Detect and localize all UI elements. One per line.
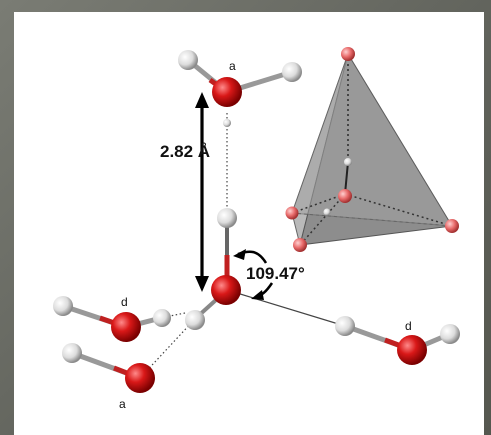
water-molecule-right: d [335,316,460,365]
small-atom [223,119,231,127]
tetra-small-hydrogen [323,208,331,216]
hydrogen-atom [440,324,460,344]
distance-arrow: 2.82 Å [160,92,210,292]
oxygen-atom [125,363,155,393]
label-top-a: a [229,59,236,73]
label-left-a: a [119,397,126,411]
bond-right-line [226,289,346,327]
oxygen-atom [211,275,241,305]
hydrogen-atom [53,296,73,316]
oxygen-atom [111,312,141,342]
oxygen-atom [397,335,427,365]
tetra-vertex-left [285,206,299,220]
label-right-d: d [405,319,412,333]
angle-arrow: 109.47° [233,249,305,300]
distance-label: 2.82 Å [160,142,210,161]
water-molecule-left-upper: d [53,295,171,342]
tetra-vertex-right [445,219,459,233]
tetra-vertex-top [341,47,355,61]
hydrogen-atom [153,309,171,327]
hydrogen-atom [62,343,82,363]
hydrogen-atom [178,50,198,70]
tetra-hydrogen [344,158,352,166]
tetra-vertex-front [293,238,307,252]
water-molecule-top: a [178,50,302,127]
hydrogen-atom [217,208,237,228]
hbond-lower-left [139,319,195,379]
oxygen-atom [212,77,242,107]
water-molecule-central [185,208,241,330]
hydrogen-atom [185,310,205,330]
hydrogen-atom [335,316,355,336]
water-molecule-left-lower: a [62,343,155,411]
hydrogen-atom [282,62,302,82]
tetrahedron [285,47,459,252]
label-left-d: d [121,295,128,309]
tetra-center-oxygen [338,189,352,203]
angle-label: 109.47° [246,264,305,283]
